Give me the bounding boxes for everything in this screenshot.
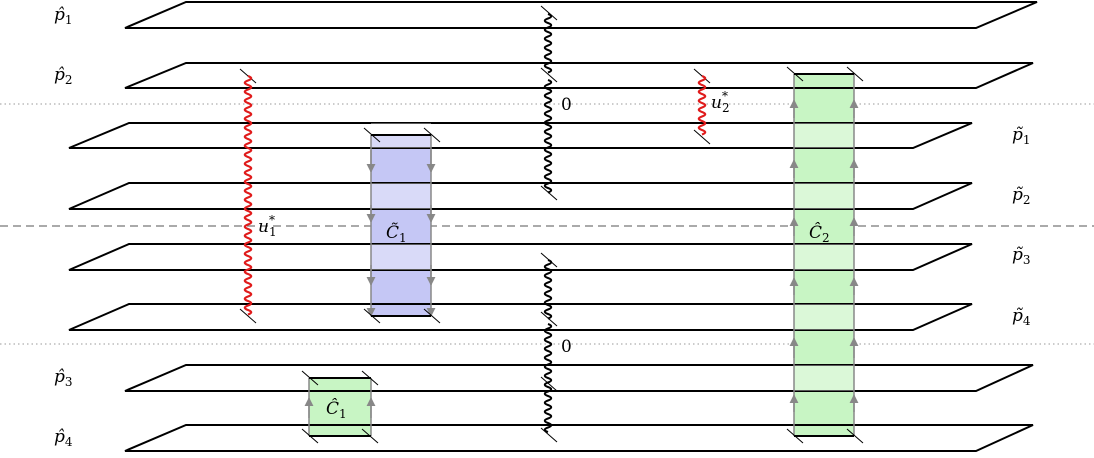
blue-region-c-tilde-1: [371, 135, 431, 316]
wave-black-bottom: [543, 323, 553, 433]
plane-p-tilde-3: [68, 243, 973, 271]
wave-black-top: [543, 13, 553, 74]
label-c-hat-1: Ĉ1: [326, 398, 347, 421]
wave-black-lower-middle: [543, 259, 553, 320]
label-p-tilde-4: p̃4: [1012, 306, 1031, 328]
label-p-hat-3: p̂3: [54, 367, 73, 389]
plane-p-hat-1: [124, 1, 1038, 29]
plane-p-hat-2: [124, 62, 1034, 89]
plane-p-hat-4: [124, 424, 1034, 452]
label-c-tilde-1: C̃1: [386, 223, 407, 245]
plane-p-tilde-4: [68, 303, 973, 331]
left-labels: p̂1 p̂2 p̂3 p̂4: [54, 5, 73, 449]
right-labels: p̃1 p̃2 p̃3 p̃4: [1012, 125, 1031, 328]
zero-label-top: 0: [561, 95, 572, 115]
region-plane-overlaps: [371, 123, 854, 391]
label-p-tilde-2: p̃2: [1012, 185, 1031, 207]
wavy-propagators: [243, 13, 707, 433]
green-region-1-edges: [304, 378, 376, 436]
green-region-c-hat-2: [794, 74, 854, 436]
label-u2-star: u*2: [711, 89, 730, 115]
label-p-tilde-3: p̃3: [1012, 245, 1031, 267]
label-p-tilde-1: p̃1: [1012, 125, 1031, 147]
label-p-hat-4: p̂4: [54, 427, 73, 449]
label-u1-star: u*1: [258, 213, 277, 239]
label-p-hat-2: p̂2: [54, 65, 73, 87]
label-c-hat-2: Ĉ2: [809, 222, 830, 245]
zero-label-bottom: 0: [561, 337, 572, 357]
wave-black-upper-middle: [543, 79, 553, 194]
wave-red-u2: [697, 74, 707, 136]
green-region-2-edges: [789, 74, 859, 436]
plane-p-hat-3: [124, 364, 1034, 392]
plane-p-tilde-2: [68, 182, 973, 210]
green-region-c-hat-1: [309, 378, 371, 436]
plane-p-tilde-1: [68, 122, 973, 149]
wave-red-u1: [243, 74, 253, 316]
label-p-hat-1: p̂1: [54, 5, 73, 27]
blue-region-edges: [366, 135, 436, 317]
